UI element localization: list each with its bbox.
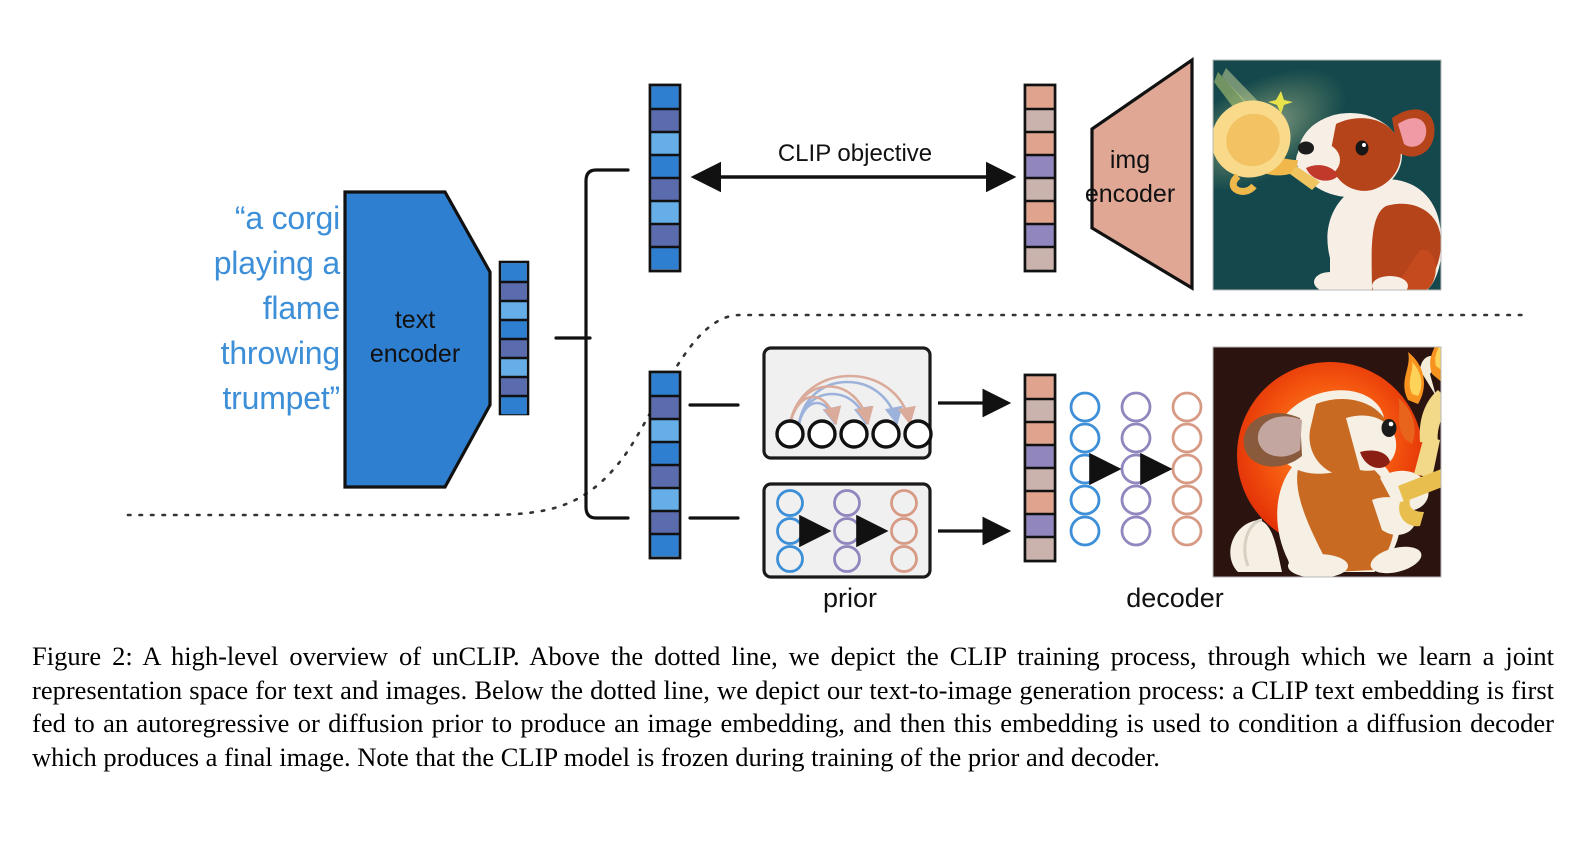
- clip-text-embedding-vector: [648, 83, 682, 273]
- bottom-image-border: [1212, 346, 1442, 578]
- figure-number: Figure 2:: [32, 641, 133, 671]
- decoder-label: decoder: [1126, 583, 1224, 613]
- diagram-svg: [126, 56, 1530, 579]
- unclip-diagram: “a corgi playing a flame throwing trumpe…: [126, 56, 1530, 613]
- text-encoder-shape: [343, 190, 492, 489]
- clip-image-embedding-vector: [1023, 83, 1057, 273]
- prior-to-embedding-arrows: [938, 388, 1012, 546]
- bottom-generated-image: [1213, 347, 1441, 577]
- clip-objective-label: CLIP objective: [777, 140, 933, 167]
- text-encoder-output-vector: [498, 260, 530, 416]
- autoregressive-prior-panel: [762, 346, 933, 460]
- prior-label: prior: [822, 583, 877, 613]
- top-image-border: [1212, 59, 1442, 291]
- figure-caption-text: A high-level overview of unCLIP. Above t…: [32, 641, 1554, 772]
- text-encoder-label: text encoder: [369, 306, 461, 368]
- figure-caption: Figure 2: A high-level overview of unCLI…: [32, 640, 1554, 774]
- diffusion-prior-panel: [762, 482, 932, 579]
- prompt-text: “a corgi playing a flame throwing trumpe…: [213, 200, 340, 416]
- prior-input-embedding-upper: [648, 370, 682, 560]
- top-generated-image: [1213, 60, 1441, 290]
- img-encoder-shape: [1090, 56, 1194, 291]
- generated-image-embedding-vector: [1023, 373, 1057, 563]
- dotted-separator: [126, 313, 1530, 517]
- text-embedding-split-bracket: [554, 168, 630, 520]
- img-encoder-label: img encoder: [1084, 146, 1176, 208]
- prior-split-bracket: [688, 403, 740, 520]
- decoder-network: [1069, 391, 1203, 547]
